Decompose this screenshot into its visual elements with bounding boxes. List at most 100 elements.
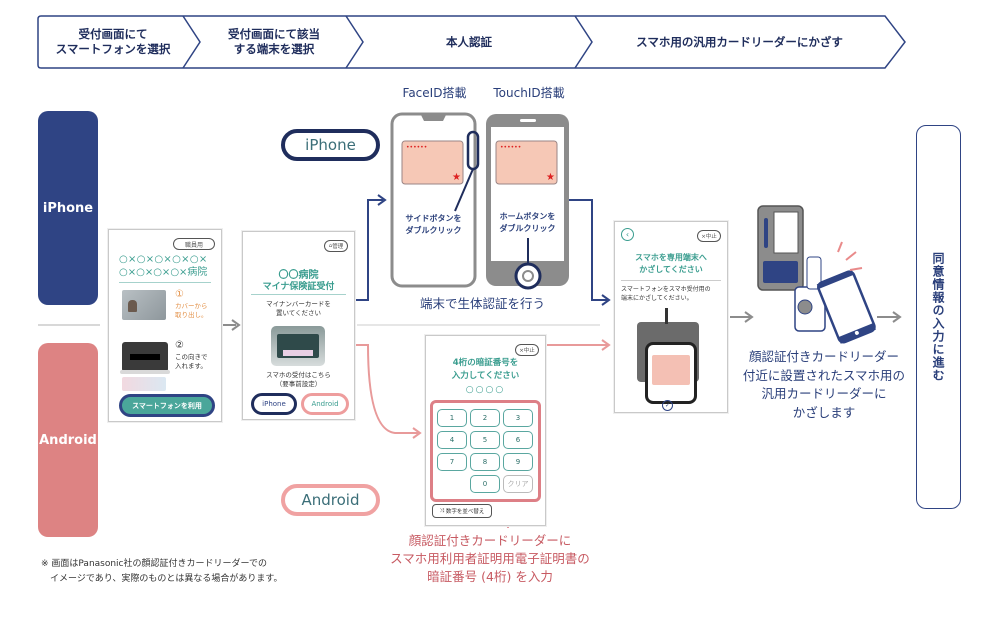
next-step-box: 同意情報の入力に進む (916, 125, 961, 509)
signal-icon (837, 241, 843, 253)
tap-title: スマホを専用端末へ かざしてください (635, 253, 707, 274)
step-divider-3 (574, 15, 593, 69)
faceid-label: FaceID搭載 (402, 86, 467, 100)
iphone-flow-line-2 (568, 199, 607, 301)
card-reader-image (120, 342, 170, 374)
svg-text:••••••: •••••• (406, 144, 427, 151)
star-icon: ★ (452, 172, 461, 183)
shuffle-icon: ⤨ (439, 507, 446, 514)
key-6[interactable]: 6 (503, 431, 533, 449)
key-8[interactable]: 8 (470, 453, 500, 471)
android-button[interactable]: Android (301, 393, 349, 415)
pin-caption: 顔認証付きカードリーダーに スマホ用利用者証明用電子証明書の 暗証番号 (4桁)… (390, 533, 590, 584)
reader-slot (130, 354, 160, 360)
divider (119, 282, 211, 283)
footnote: ※ 画面はPanasonic社の顔認証付きカードリーダーでの イメージであり、実… (41, 559, 283, 584)
smartphone-icon (816, 270, 876, 344)
step-1: 受付画面にて スマートフォンを選択 (55, 27, 171, 56)
android-label-oval: Android (281, 484, 380, 516)
reception-screen-2: ⌂管理 〇〇病院 マイナ保険証受付 マイナンバーカードを 置いてください スマホ… (242, 231, 355, 420)
step-text-2: この向きで 入れます。 (175, 353, 208, 370)
card-on-phone (652, 355, 690, 385)
android-flow-line (355, 344, 418, 434)
arrow-head-icon (231, 319, 241, 331)
key-7[interactable]: 7 (437, 453, 467, 471)
place-card-instruction: マイナンバーカードを 置いてください (266, 300, 331, 317)
staff-badge: 職員用 (173, 238, 215, 250)
phone-notch (420, 113, 447, 121)
home-button-icon (514, 262, 542, 290)
biometric-caption: 端末で生体認証を行う (419, 296, 545, 311)
key-3[interactable]: 3 (503, 409, 533, 427)
cancel-button[interactable]: ×中止 (697, 230, 721, 242)
touchid-label: TouchID搭載 (493, 86, 565, 100)
home-button-instruction: ホームボタンを ダブルクリック (499, 212, 556, 233)
shuffle-label: 数字を並べ替え (445, 509, 485, 515)
admin-badge-label: 管理 (332, 244, 344, 250)
iphone-button[interactable]: iPhone (251, 393, 297, 415)
reader-card (283, 350, 313, 356)
tap-phone-screen: ‹ ×中止 スマホを専用端末へ かざしてください スマートフォンをスマホ受付用の… (614, 221, 728, 413)
my-number-card-image (122, 377, 166, 391)
reader-caption: 顔認証付きカードリーダー 付近に設置されたスマホ用の 汎用カードリーダーに かざ… (742, 349, 906, 420)
smartphone-note: スマホの受付はこちら （要事前設定） (266, 371, 331, 388)
iphone-label-oval: iPhone (281, 129, 380, 161)
key-2[interactable]: 2 (470, 409, 500, 427)
cancel-button[interactable]: ×中止 (515, 344, 539, 356)
portrait-icon (128, 300, 137, 312)
shuffle-button[interactable]: ⤨ 数字を並べ替え (432, 504, 492, 518)
key-5[interactable]: 5 (470, 431, 500, 449)
use-smartphone-button[interactable]: スマートフォンを利用 (119, 394, 215, 417)
iphone-flow-line (355, 199, 383, 301)
card-reader-image (271, 326, 325, 366)
key-clear[interactable]: クリア (503, 475, 533, 493)
side-button-instruction: サイドボタンを ダブルクリック (405, 214, 462, 235)
screen-title: マイナ保険証受付 (262, 282, 335, 292)
lock-icon: ⌂ (328, 243, 333, 249)
reception-screen-1: 職員用 ○×○×○×○×○× ○×○×○×○×病院 ① カバーから 取り出し。 … (108, 229, 222, 422)
step-4: スマホ用の汎用カードリーダーにかざす (636, 34, 843, 49)
step-bar-outline (37, 15, 906, 69)
key-9[interactable]: 9 (503, 453, 533, 471)
hospital-name-line2: ○×○×○×○×病院 (119, 267, 208, 278)
step-3: 本人認証 (446, 34, 492, 49)
arrow-head-icon (377, 194, 387, 206)
arrow-head-icon (601, 339, 611, 351)
step-divider-1 (182, 15, 201, 69)
arrow-head-icon (744, 311, 754, 323)
admin-badge: ⌂管理 (324, 240, 348, 252)
check-icon: ✓ (662, 400, 673, 411)
key-1[interactable]: 1 (437, 409, 467, 427)
hospital-name: 〇〇病院 (278, 270, 319, 281)
android-row-tab: Android (38, 343, 98, 537)
step-number-1: ① (175, 289, 184, 300)
step-divider-2 (345, 15, 364, 69)
arrow-head-icon (601, 294, 611, 306)
pin-entry-screen: ×中止 4桁の暗証番号を 入力してください ○○○○ 1 2 3 4 5 6 7… (425, 335, 546, 526)
step-2: 受付画面にて該当 する端末を選択 (228, 27, 320, 56)
key-4[interactable]: 4 (437, 431, 467, 449)
card-image (495, 140, 558, 185)
iphone-row-tab: iPhone (38, 111, 98, 305)
keypad-highlight: 1 2 3 4 5 6 7 8 9 0 クリア (430, 400, 541, 502)
svg-text:••••••: •••••• (500, 144, 521, 151)
tap-instruction: スマートフォンをスマホ受付用の 端末にかざしてください。 (621, 286, 711, 302)
next-step-label: 同意情報の入力に進む (931, 252, 945, 382)
arrow-head-icon (412, 427, 422, 439)
hospital-name-line1: ○×○×○×○×○× (119, 254, 208, 265)
star-icon: ★ (546, 172, 555, 183)
reader-base (120, 370, 170, 374)
pin-title: 4桁の暗証番号を 入力してください (451, 358, 520, 381)
key-0[interactable]: 0 (470, 475, 500, 493)
step-number-2: ② (175, 340, 184, 351)
divider (621, 280, 721, 281)
arrow-head-icon (892, 311, 902, 323)
id-card-image (122, 290, 166, 320)
pin-dots: ○○○○ (465, 385, 506, 395)
reader-cable (665, 308, 668, 324)
back-icon[interactable]: ‹ (621, 228, 634, 241)
step-text-1: カバーから 取り出し。 (175, 302, 208, 319)
